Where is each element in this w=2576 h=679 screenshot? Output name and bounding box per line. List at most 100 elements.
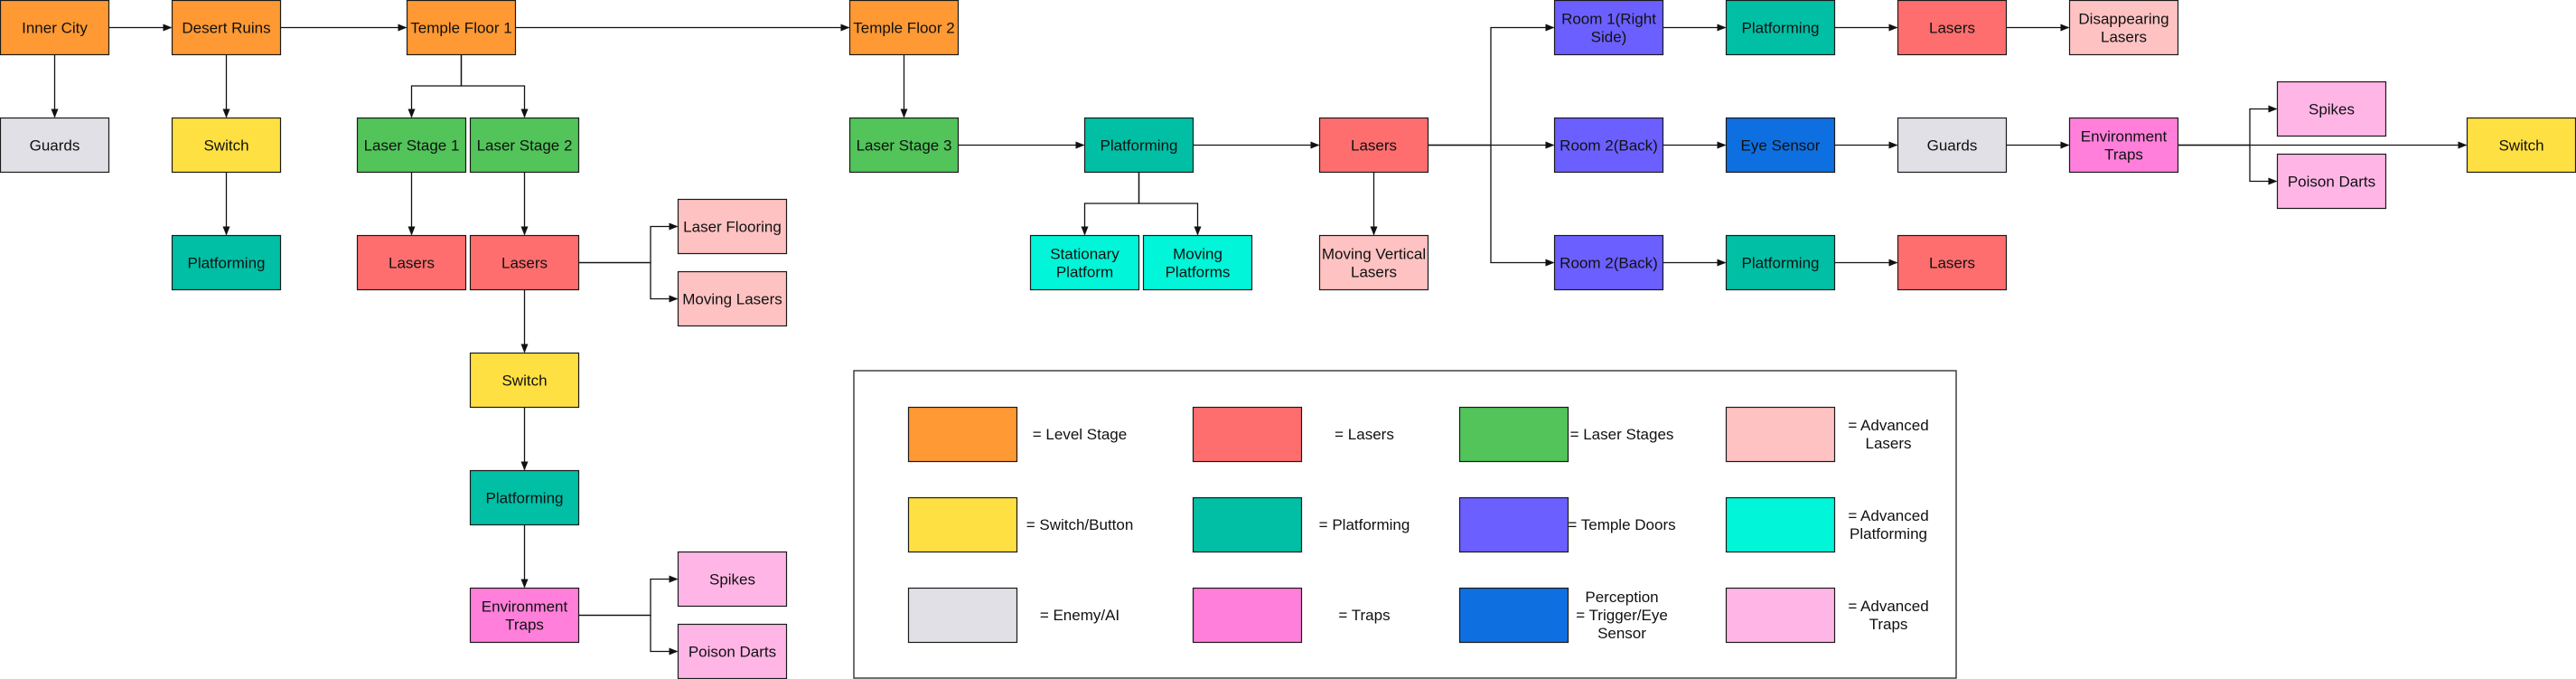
node-box: [2276, 80, 2387, 137]
legend-label: = Advanced: [1848, 598, 1928, 615]
node-label: Lasers: [389, 255, 435, 272]
node-box: [1725, 0, 1836, 56]
legend-label: = Advanced: [1848, 417, 1928, 434]
node-label: Disappearing: [2078, 11, 2169, 28]
node-box: [2068, 0, 2179, 56]
edge-env-traps-1-to-poison-darts-1: [578, 614, 679, 655]
edge-platforming-3-to-stationary-platform: [1081, 172, 1140, 236]
node-label: Platforming: [1742, 20, 1820, 37]
edge-lasers-3-to-room-2-back-b: [1428, 144, 1555, 267]
node-box: [848, 117, 960, 174]
node-label: Switch: [501, 373, 547, 390]
node-box: [1318, 234, 1429, 291]
node-label: Platform: [1056, 264, 1113, 281]
node-lasers-5: Lasers: [1897, 234, 2008, 291]
legend-label: = Advanced: [1848, 507, 1928, 524]
node-moving-lasers: Moving Lasers: [677, 270, 788, 327]
node-label: Stationary: [1050, 246, 1119, 263]
node-box: [677, 270, 788, 327]
node-laser-stage-1: Laser Stage 1: [356, 117, 467, 174]
legend-swatch: [1725, 587, 1836, 644]
legend-swatch: [907, 496, 1018, 553]
legend-swatch: [1458, 496, 1569, 553]
legend-label: = Switch/Button: [1026, 516, 1134, 533]
node-room-2-back-a: Room 2(Back): [1553, 117, 1664, 174]
legend-swatch: [1725, 496, 1836, 553]
edge-lasers-2-to-laser-flooring: [578, 222, 679, 264]
node-box: [1553, 117, 1664, 174]
node-label: Temple Floor 2: [853, 20, 954, 37]
node-label: Laser Stage 3: [857, 137, 952, 155]
node-box: [0, 0, 110, 56]
legend-label: = Traps: [1338, 607, 1390, 624]
legend-label: Lasers: [1865, 435, 1911, 452]
node-box: [469, 234, 580, 291]
node-box: [356, 117, 467, 174]
legend-label: = Trigger/Eye: [1576, 607, 1668, 624]
edge-env-traps-2-to-poison-darts-2: [2178, 144, 2278, 185]
node-platforming-3: Platforming: [1083, 117, 1194, 174]
node-box: [1142, 234, 1253, 291]
node-platforming-5: Platforming: [1725, 234, 1836, 291]
node-box: [1897, 117, 2008, 174]
node-label: Lasers: [501, 255, 548, 272]
node-label: Temple Floor 1: [410, 20, 511, 37]
legend: = Level Stage = Lasers = Laser Stages = Adv…: [853, 370, 1957, 679]
node-label: Environment: [482, 599, 568, 616]
node-box: [171, 234, 282, 291]
node-spikes-1: Spikes: [677, 551, 788, 608]
node-guards-1: Guards: [0, 117, 110, 174]
connector-layer: [51, 24, 2468, 655]
legend-label: Traps: [1869, 616, 1908, 633]
node-spikes-2: Spikes: [2276, 80, 2387, 137]
node-box: [1083, 117, 1194, 174]
node-box: [469, 352, 580, 409]
node-box: [1897, 0, 2008, 56]
node-box: [406, 0, 517, 56]
legend-swatch: [1192, 496, 1303, 553]
node-label: Platforms: [1166, 264, 1231, 281]
node-box: [1725, 234, 1836, 291]
node-box: [1318, 117, 1429, 174]
node-box: [1029, 234, 1140, 291]
legend-item-level: = Level Stage: [907, 406, 1127, 463]
node-box: [2068, 117, 2179, 174]
legend-label: = Laser Stages: [1570, 426, 1674, 443]
legend-swatch: [907, 587, 1018, 644]
node-inner-city: Inner City: [0, 0, 110, 56]
node-box: [171, 117, 282, 174]
legend-swatch: [1192, 587, 1303, 644]
legend-swatch: [1458, 406, 1569, 463]
node-label: Poison Darts: [688, 644, 776, 661]
node-box: [0, 117, 110, 174]
legend-label: Sensor: [1597, 625, 1646, 642]
node-label: Room 2(Back): [1560, 255, 1658, 272]
node-laser-stage-3: Laser Stage 3: [848, 117, 960, 174]
node-box: [469, 587, 580, 644]
legend-label: Perception: [1585, 589, 1658, 606]
legend-label: = Lasers: [1335, 426, 1394, 443]
edge-platforming-3-to-moving-platforms: [1138, 172, 1202, 236]
node-label: Lasers: [1351, 264, 1397, 281]
edge-env-traps-2-to-spikes-2: [2178, 105, 2278, 146]
node-box: [1897, 234, 2008, 291]
node-desert-ruins: Desert Ruins: [171, 0, 282, 56]
edge-lasers-2-to-moving-lasers: [578, 261, 679, 303]
node-guards-2: Guards: [1897, 117, 2008, 174]
node-label: Platforming: [1101, 137, 1178, 155]
node-label: Lasers: [2101, 29, 2147, 46]
node-label: Switch: [203, 137, 248, 155]
legend-label: = Level Stage: [1033, 426, 1127, 443]
node-lasers-4: Lasers: [1897, 0, 2008, 56]
